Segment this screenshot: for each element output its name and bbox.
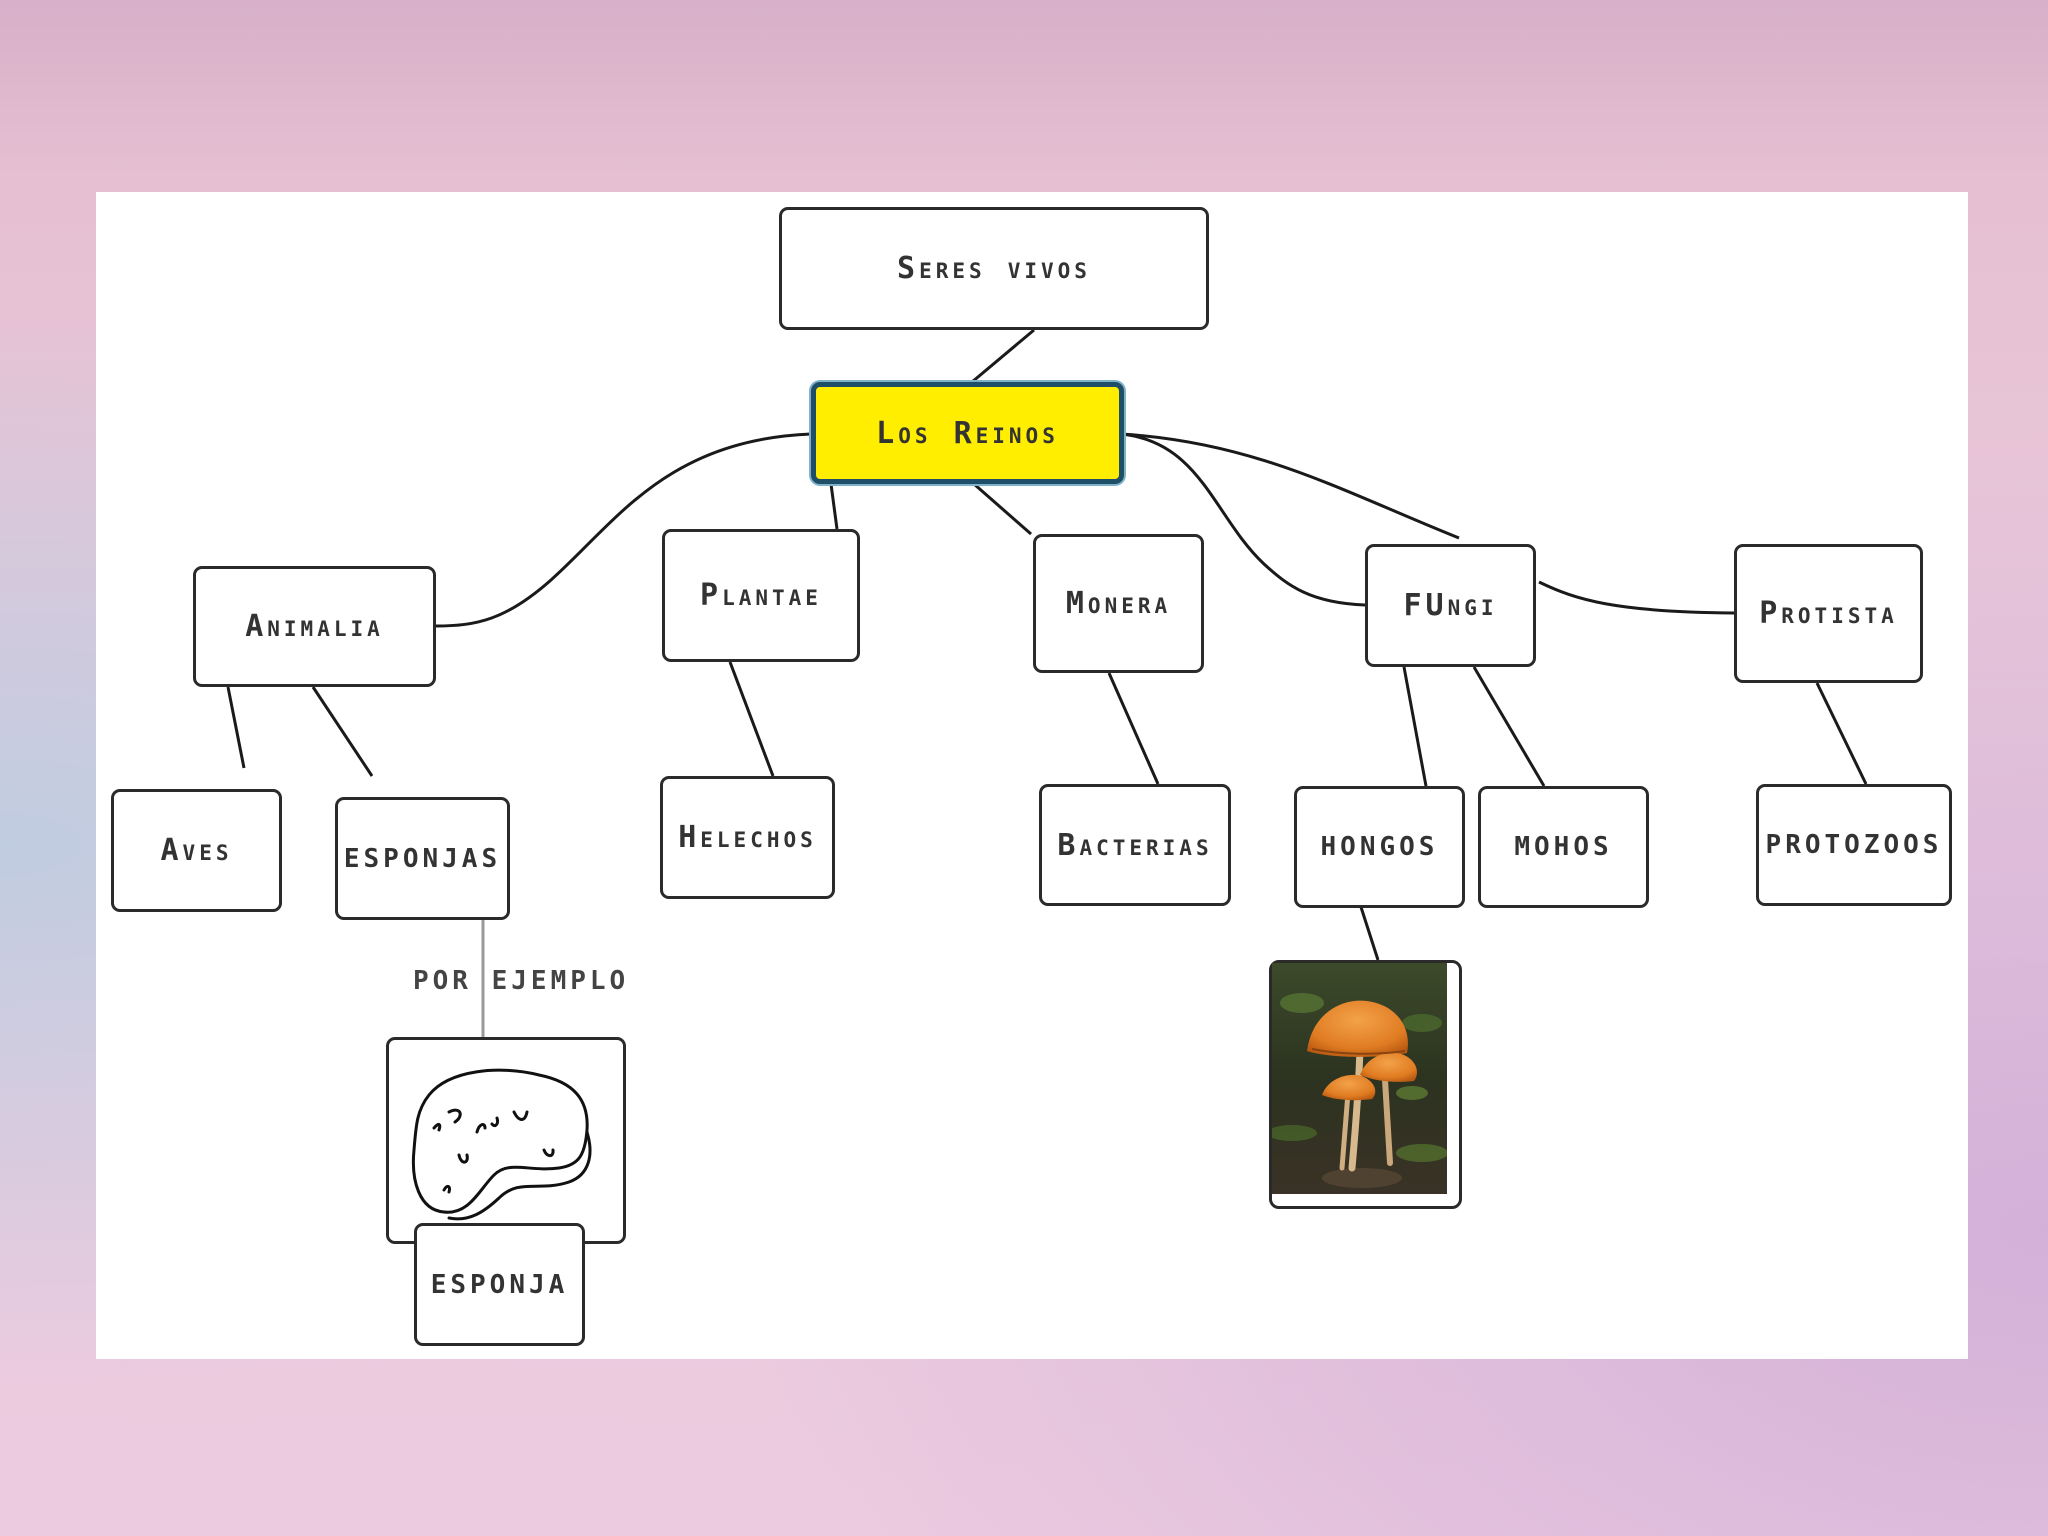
link-fungi-hongos (1402, 666, 1428, 787)
link-reinos-fungi-b (1120, 432, 1366, 607)
node-animalia[interactable]: Animalia (193, 566, 436, 687)
node-bacterias[interactable]: Bacterias (1039, 784, 1231, 906)
mushroom-photo-frame[interactable] (1269, 960, 1462, 1209)
link-protista-protozoos (1815, 682, 1868, 785)
link-fungi-mohos (1472, 666, 1546, 787)
node-protozoos[interactable]: protozoos (1756, 784, 1952, 906)
node-seres-vivos[interactable]: Seres vivos (779, 207, 1209, 330)
node-plantae[interactable]: Plantae (662, 529, 860, 662)
node-los-reinos[interactable]: Los Reinos (811, 382, 1124, 484)
link-reinos-monera (973, 482, 1032, 536)
link-animalia-aves (226, 686, 246, 769)
node-esponjas[interactable]: esponjas (335, 797, 510, 920)
link-reinos-animalia (435, 432, 812, 628)
concept-map-canvas: Seres vivos Los Reinos Animalia Plantae … (96, 192, 1968, 1359)
node-hongos[interactable]: hongos (1294, 786, 1465, 908)
mushroom-photo (1272, 963, 1447, 1194)
link-label-por-ejemplo: por ejemplo (413, 966, 630, 996)
sponge-drawing (411, 1068, 592, 1221)
node-mohos[interactable]: mohos (1478, 786, 1649, 908)
node-protista[interactable]: Protista (1734, 544, 1923, 683)
node-monera[interactable]: Monera (1033, 534, 1204, 673)
node-aves[interactable]: Aves (111, 789, 282, 912)
connector-layer (226, 328, 1868, 1037)
link-seres-reinos (971, 328, 1035, 384)
link-hongos-photo (1358, 903, 1380, 961)
link-monera-bacterias (1107, 672, 1160, 785)
link-reinos-fungi-a (1120, 432, 1460, 540)
node-esponja[interactable]: esponja (414, 1223, 585, 1346)
link-animalia-esponjas (311, 686, 374, 777)
link-plantae-helechos (728, 661, 775, 777)
link-fungi-protista (1538, 580, 1735, 615)
link-reinos-plantae (829, 483, 839, 530)
node-helechos[interactable]: Helechos (660, 776, 835, 899)
node-fungi[interactable]: FUngi (1365, 544, 1536, 667)
sponge-drawing-box[interactable] (386, 1037, 626, 1244)
